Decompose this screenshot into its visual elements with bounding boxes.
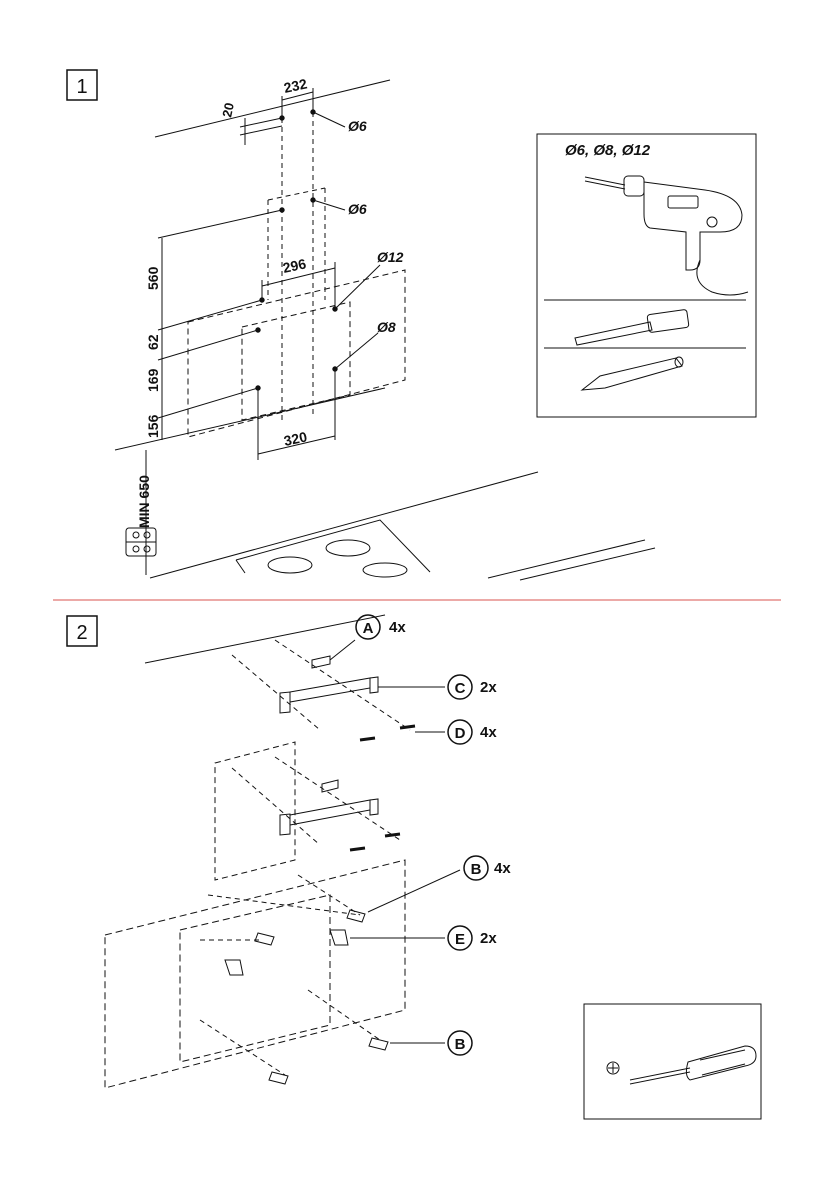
hood-panel-outer <box>104 859 406 1089</box>
drill-holes <box>255 109 338 391</box>
step-1-number: 1 <box>76 76 87 98</box>
part-b2-letter: B <box>455 1036 466 1053</box>
step-1-labels: 232 20 Ø6 Ø6 296 Ø12 Ø8 560 62 169 156 3… <box>136 75 404 528</box>
part-a-letter: A <box>363 620 374 637</box>
part-c-letter: C <box>455 680 466 697</box>
screwdriver-box <box>583 1003 762 1120</box>
hook-e-1 <box>329 929 349 946</box>
plug-b-1 <box>346 909 366 923</box>
dim-169: 169 <box>145 368 161 392</box>
dim-560: 560 <box>145 266 161 290</box>
part-c-label: C 2x <box>447 674 497 700</box>
dim-320: 320 <box>282 428 308 449</box>
cooktop-icon <box>125 527 157 557</box>
plug-b-2 <box>254 932 275 946</box>
hood-inner-outline <box>241 301 351 421</box>
dim-min-650: MIN 650 <box>136 475 152 528</box>
plug-b-4 <box>268 1071 289 1085</box>
plug-a <box>311 655 331 669</box>
part-e-qty: 2x <box>480 930 497 947</box>
hole-6-mid: Ø6 <box>348 201 367 217</box>
part-c-qty: 2x <box>480 679 497 696</box>
phillips-head-icon <box>606 1061 620 1075</box>
dim-232: 232 <box>282 75 308 96</box>
part-a-label: A 4x <box>355 614 406 640</box>
hook-e-2 <box>224 959 244 976</box>
worktop-top-line <box>114 387 386 451</box>
part-b-label-2: B <box>447 1030 473 1056</box>
drill-sizes-label: Ø6, Ø8, Ø12 <box>565 142 651 159</box>
screw-d-1 <box>359 736 376 742</box>
hole-12: Ø12 <box>377 249 404 265</box>
part-b-letter: B <box>471 861 482 878</box>
tape-measure-icon <box>574 309 690 346</box>
burner-1 <box>267 556 313 574</box>
screwdriver-icon <box>629 1045 757 1085</box>
cooktop-outline <box>235 519 431 574</box>
part-b-qty: 4x <box>494 860 511 877</box>
hole-6-top: Ø6 <box>348 118 367 134</box>
hood-outline <box>187 269 406 438</box>
part-a-qty: 4x <box>389 619 406 636</box>
part-b-label: B 4x <box>463 855 511 881</box>
middle-bracket <box>279 798 379 836</box>
dim-296: 296 <box>281 255 307 276</box>
burner-2 <box>325 539 371 557</box>
dim-156: 156 <box>145 414 161 438</box>
tools-box: Ø6, Ø8, Ø12 <box>536 133 757 418</box>
part-d-letter: D <box>455 725 466 742</box>
drill-icon <box>584 175 749 296</box>
pencil-icon <box>580 356 684 391</box>
ceiling-line-2 <box>144 614 386 664</box>
part-labels: A 4x C 2x D 4x B 4x E 2x B <box>355 614 511 1056</box>
part-d-qty: 4x <box>480 724 497 741</box>
part-d-label: D 4x <box>447 719 497 745</box>
counter-line <box>149 471 539 579</box>
hood-panel-inner <box>179 894 331 1063</box>
burner-3 <box>362 562 408 578</box>
step-1-drawing <box>114 79 656 581</box>
plug-b-3 <box>368 1037 389 1051</box>
step-1-badge: 1 <box>66 69 98 101</box>
upper-bracket <box>279 676 379 714</box>
screw-d-2 <box>399 724 416 730</box>
part-e-letter: E <box>455 931 465 948</box>
ceiling-line <box>154 79 391 138</box>
step-2-badge: 2 <box>66 615 98 647</box>
step-2-number: 2 <box>76 622 87 644</box>
step-2-drawing <box>104 614 461 1089</box>
dim-20: 20 <box>219 101 237 118</box>
part-e-label: E 2x <box>447 925 497 951</box>
dim-62: 62 <box>145 334 161 350</box>
hole-8: Ø8 <box>377 319 396 335</box>
